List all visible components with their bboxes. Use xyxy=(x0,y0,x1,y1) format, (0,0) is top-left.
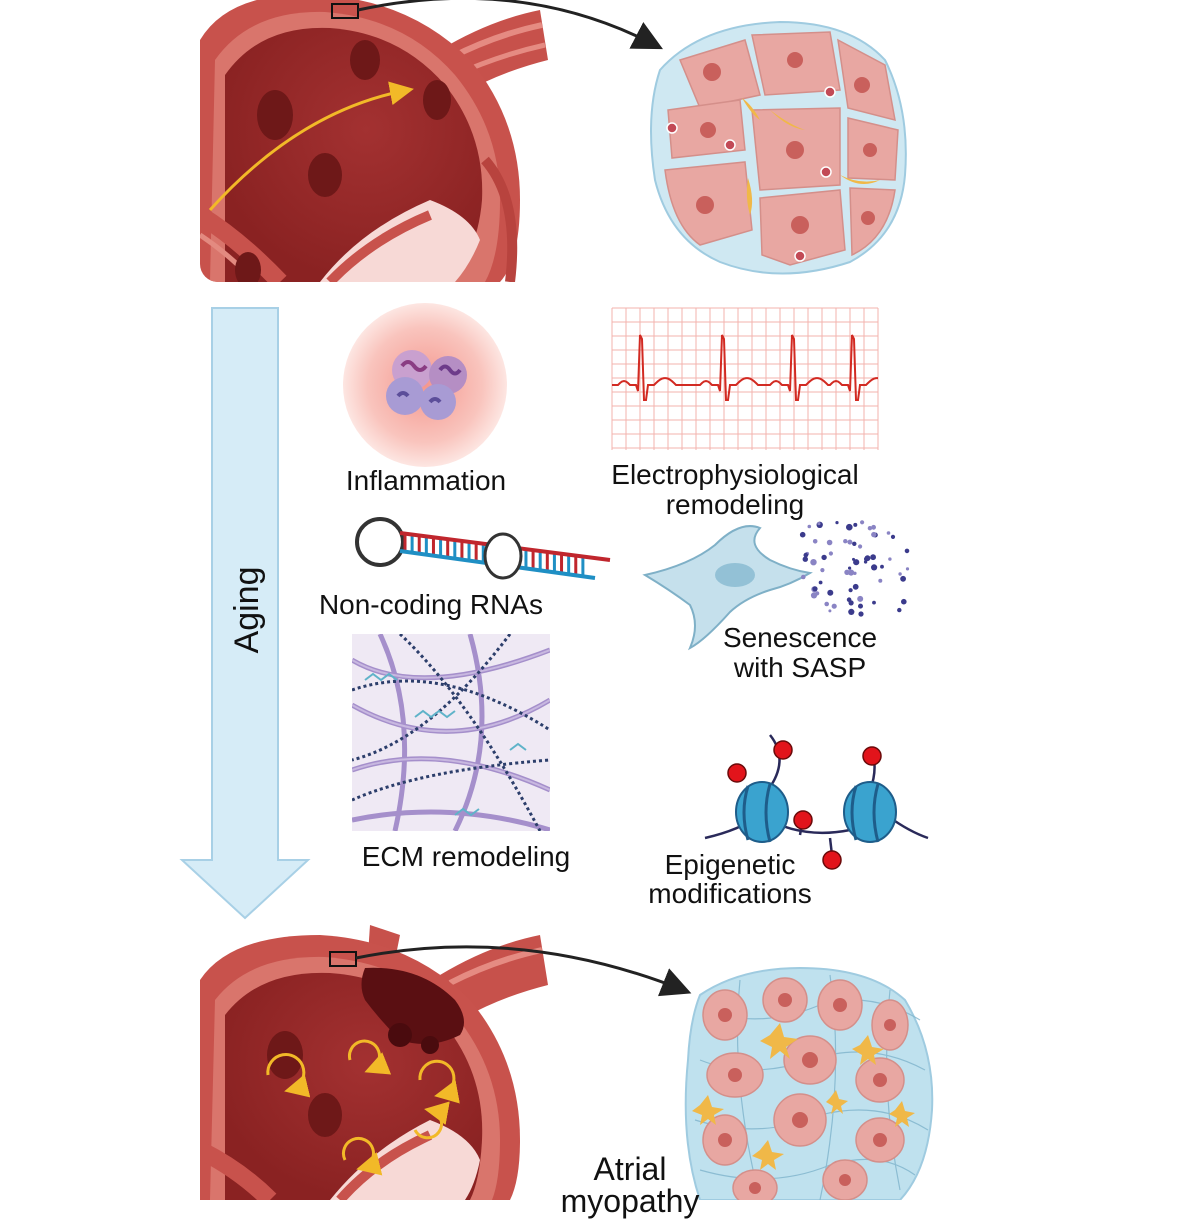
inflammation-cells-icon xyxy=(343,303,507,467)
aging-label: Aging xyxy=(228,566,266,654)
senescent-cell-icon xyxy=(642,520,910,651)
ecg-icon xyxy=(611,307,879,450)
zoom-box-bottom xyxy=(329,951,357,967)
senescence-label-line1: Senescence xyxy=(722,622,878,653)
ecm-label: ECM remodeling xyxy=(361,841,571,872)
ecm-fibers-icon xyxy=(352,634,550,831)
atrial-myopathy-label-line2: myopathy xyxy=(560,1183,700,1219)
senescence-label-line2: with SASP xyxy=(733,652,867,683)
aging-arrow-icon xyxy=(179,307,311,920)
nucleosome-icon xyxy=(704,734,929,870)
zoom-arrow-bottom xyxy=(355,945,692,997)
electrophysiological-label-line2: remodeling xyxy=(665,489,805,520)
electrophysiological-label-line1: Electrophysiological xyxy=(611,459,859,490)
noncoding-rna-label: Non-coding RNAs xyxy=(318,589,544,620)
inflammation-label: Inflammation xyxy=(345,465,507,496)
fibrotic-tissue-icon xyxy=(684,966,934,1200)
healthy-atrium-icon xyxy=(200,0,550,282)
zoom-box xyxy=(331,3,359,19)
aged-atrium-icon xyxy=(200,920,580,1200)
epigenetic-label-line2: modifications xyxy=(648,878,812,909)
zoom-arrow xyxy=(357,0,663,50)
epigenetic-label-line1: Epigenetic xyxy=(664,849,796,880)
rna-hairpin-icon xyxy=(355,517,611,580)
healthy-tissue-icon xyxy=(650,20,907,275)
atrial-myopathy-label-line1: Atrial xyxy=(593,1151,667,1187)
